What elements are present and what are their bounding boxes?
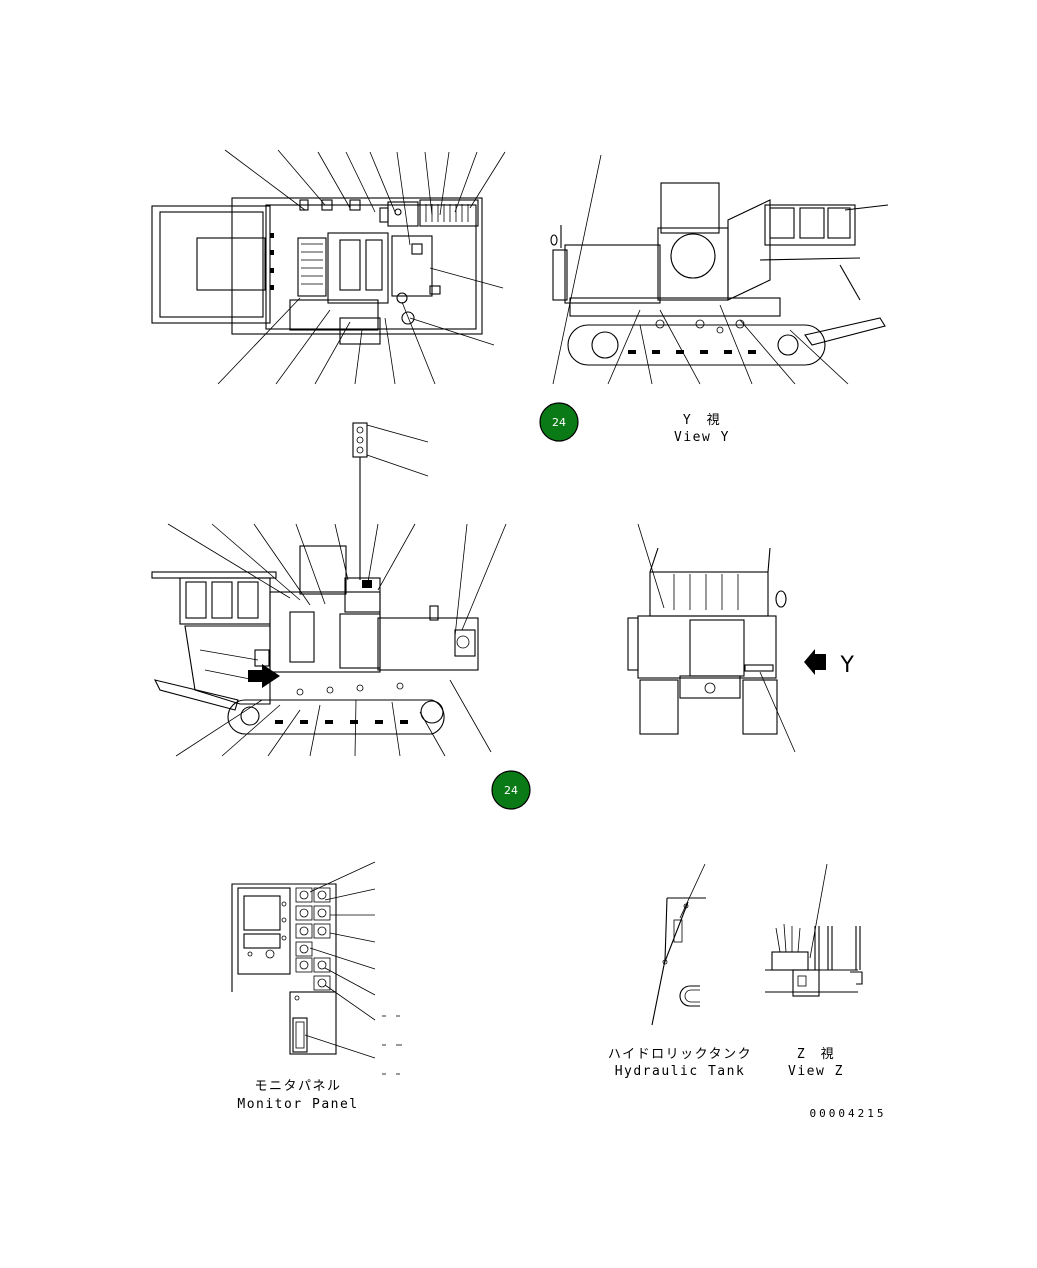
plan-view: [151, 149, 506, 385]
monitor-panel-jp-label: モニタパネル: [254, 1079, 341, 1094]
view-z-caption: Z 視 View Z: [788, 1047, 844, 1079]
monitor-panel-drawing: [231, 861, 402, 1075]
callout-badge-middle: 24: [491, 770, 531, 810]
hydraulic-tank-en-label: Hydraulic Tank: [615, 1064, 746, 1079]
callout-badge-top: 24: [539, 402, 579, 442]
view-y-arrow-letter: Y: [840, 653, 856, 678]
view-z-en-label: View Z: [788, 1064, 844, 1079]
view-z-drawing: [765, 863, 863, 997]
view-y-drawing: [550, 154, 889, 385]
side-view: [151, 422, 507, 757]
hydraulic-tank-jp-label: ハイドロリックタンク: [608, 1047, 752, 1062]
view-y-jp-label: Y 視: [683, 413, 721, 428]
callout-badge-top-label: 24: [552, 416, 566, 429]
view-y-en-label: View Y: [674, 430, 730, 445]
view-y-caption: Y 視 View Y: [674, 413, 730, 445]
hydraulic-tank-caption: ハイドロリックタンク Hydraulic Tank: [608, 1047, 752, 1079]
monitor-panel-caption: モニタパネル Monitor Panel: [237, 1079, 358, 1112]
rear-view: Y: [627, 523, 856, 753]
callout-badge-middle-label: 24: [504, 784, 518, 797]
view-z-jp-label: Z 視: [797, 1047, 835, 1062]
drawing-code: 00004215: [810, 1107, 887, 1120]
monitor-panel-en-label: Monitor Panel: [237, 1097, 358, 1112]
hydraulic-tank-drawing: [651, 863, 706, 1026]
